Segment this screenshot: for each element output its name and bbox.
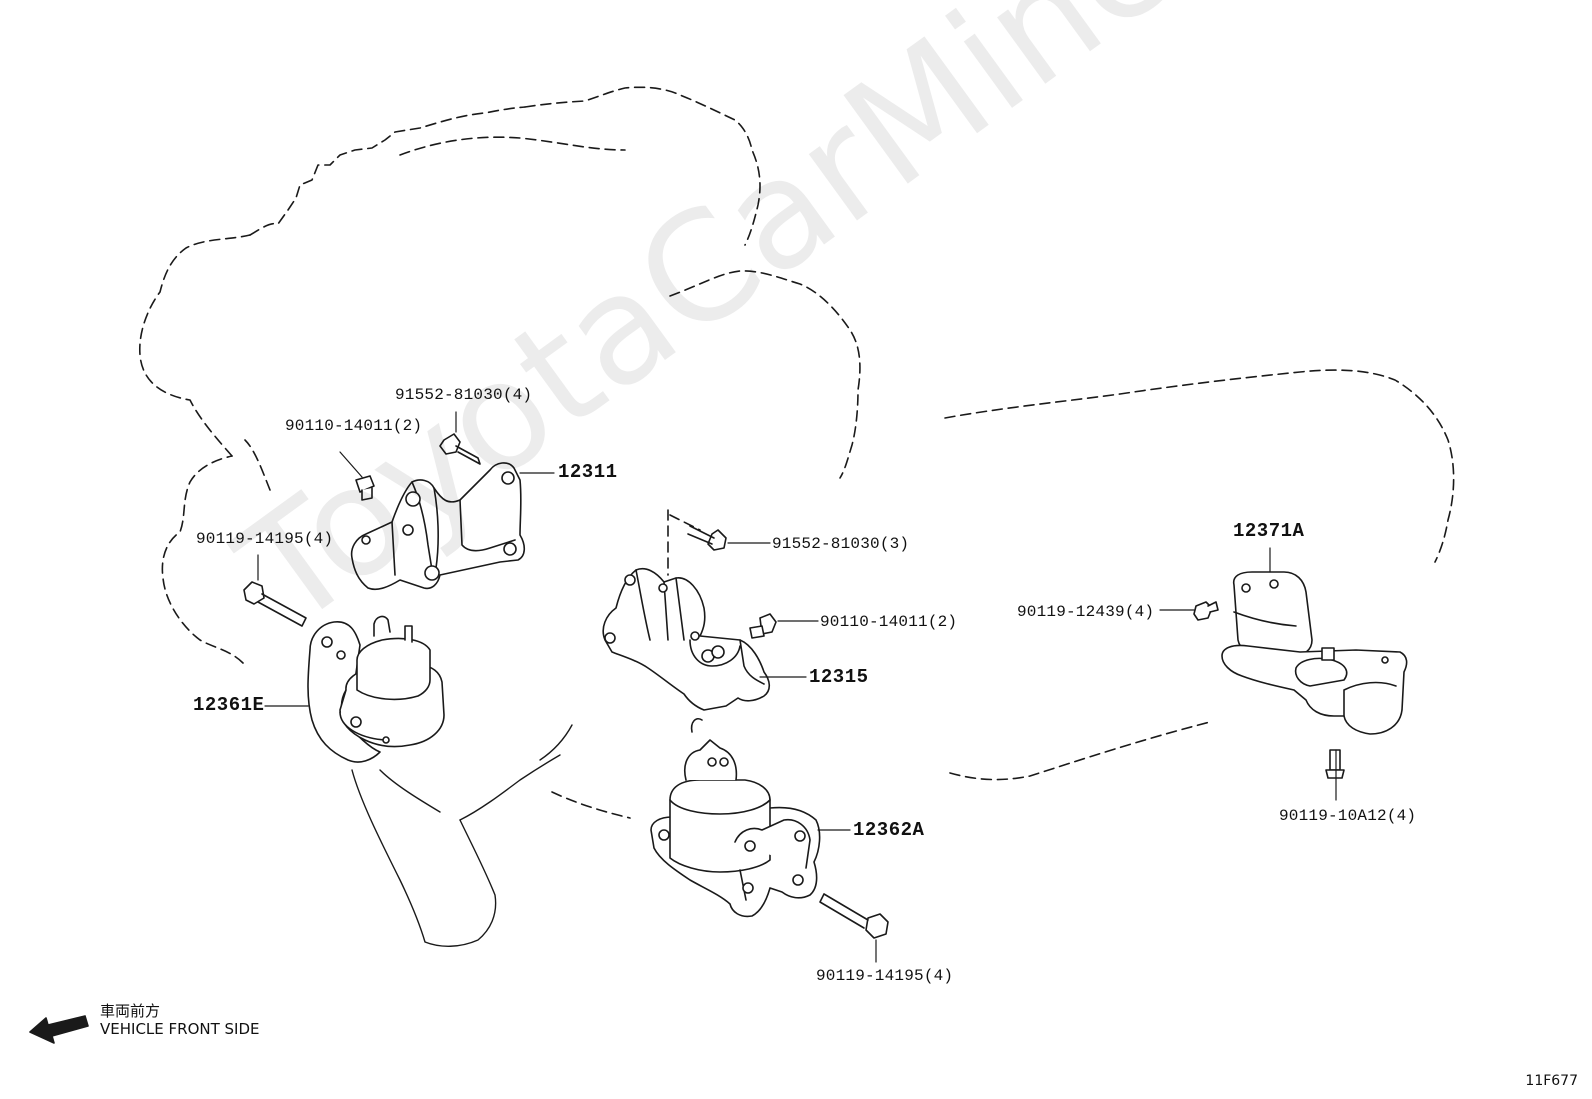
label-12361E: 12361E [193,694,265,716]
bolt-91552-81030-4 [439,433,481,465]
label-12371A: 12371A [1233,520,1305,542]
vehicle-front-label-jp: 車両前方 [100,1002,161,1020]
label-90119-14195-4-left: 90119-14195(4) [196,530,334,548]
part-12361E-mount [307,615,445,763]
label-12311: 12311 [558,461,618,483]
label-90110-14011-2-left: 90110-14011(2) [285,417,423,435]
label-12362A: 12362A [853,819,925,841]
part-12362A-mount [650,717,821,918]
label-90119-12439-4: 90119-12439(4) [1017,603,1155,621]
bolt-90110-14011-2-left [355,475,375,501]
bolt-91552-81030-3 [687,525,727,551]
diagram-code: 11F677 [1525,1073,1578,1089]
vehicle-front-label-en: VEHICLE FRONT SIDE [100,1020,260,1038]
bolt-90119-14195-4-bottom [819,893,889,939]
label-90119-10A12-4: 90119-10A12(4) [1279,807,1417,825]
part-12315-bracket [602,567,771,711]
label-90119-14195-4-bottom: 90119-14195(4) [816,967,954,985]
bolt-90119-12439-4 [1193,601,1219,621]
label-90110-14011-2-right: 90110-14011(2) [820,613,958,631]
bolt-90119-10A12-4 [1325,749,1345,779]
label-91552-81030-4: 91552-81030(4) [395,386,533,404]
label-91552-81030-3: 91552-81030(3) [772,535,910,553]
part-12311-bracket [350,462,526,591]
leader-lines [257,411,1337,963]
vehicle-front-arrow-icon [29,1015,89,1044]
bolt-90110-14011-2-right [749,613,777,639]
engine-outline [139,86,1455,819]
transmission-outline [351,724,573,947]
part-12371A-mount [1221,571,1408,735]
label-12315: 12315 [809,666,869,688]
bolt-90119-14195-4-left [243,581,307,627]
